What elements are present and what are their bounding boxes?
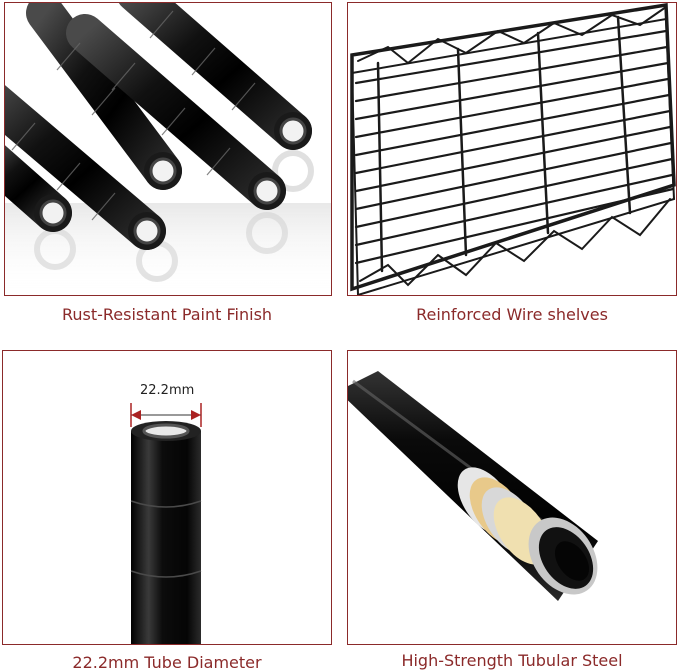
black-pole-stack-illustration xyxy=(5,3,331,295)
feature-panel-paint-finish xyxy=(4,2,332,296)
feature-panel-wire-shelves xyxy=(347,2,677,296)
tube-cross-section-illustration xyxy=(348,371,598,601)
dimension-label: 22.2mm xyxy=(140,383,195,398)
caption-tube-diameter: 22.2mm Tube Diameter xyxy=(72,653,262,672)
wire-shelf-illustration xyxy=(350,3,676,295)
feature-panel-tubular-steel xyxy=(347,350,677,645)
caption-tubular-steel: High-Strength Tubular Steel xyxy=(401,651,623,670)
caption-wire-shelves: Reinforced Wire shelves xyxy=(416,305,608,324)
pole-diameter-illustration xyxy=(130,403,202,644)
feature-panel-tube-diameter: 22.2mm xyxy=(2,350,332,645)
caption-paint-finish: Rust-Resistant Paint Finish xyxy=(61,305,273,324)
